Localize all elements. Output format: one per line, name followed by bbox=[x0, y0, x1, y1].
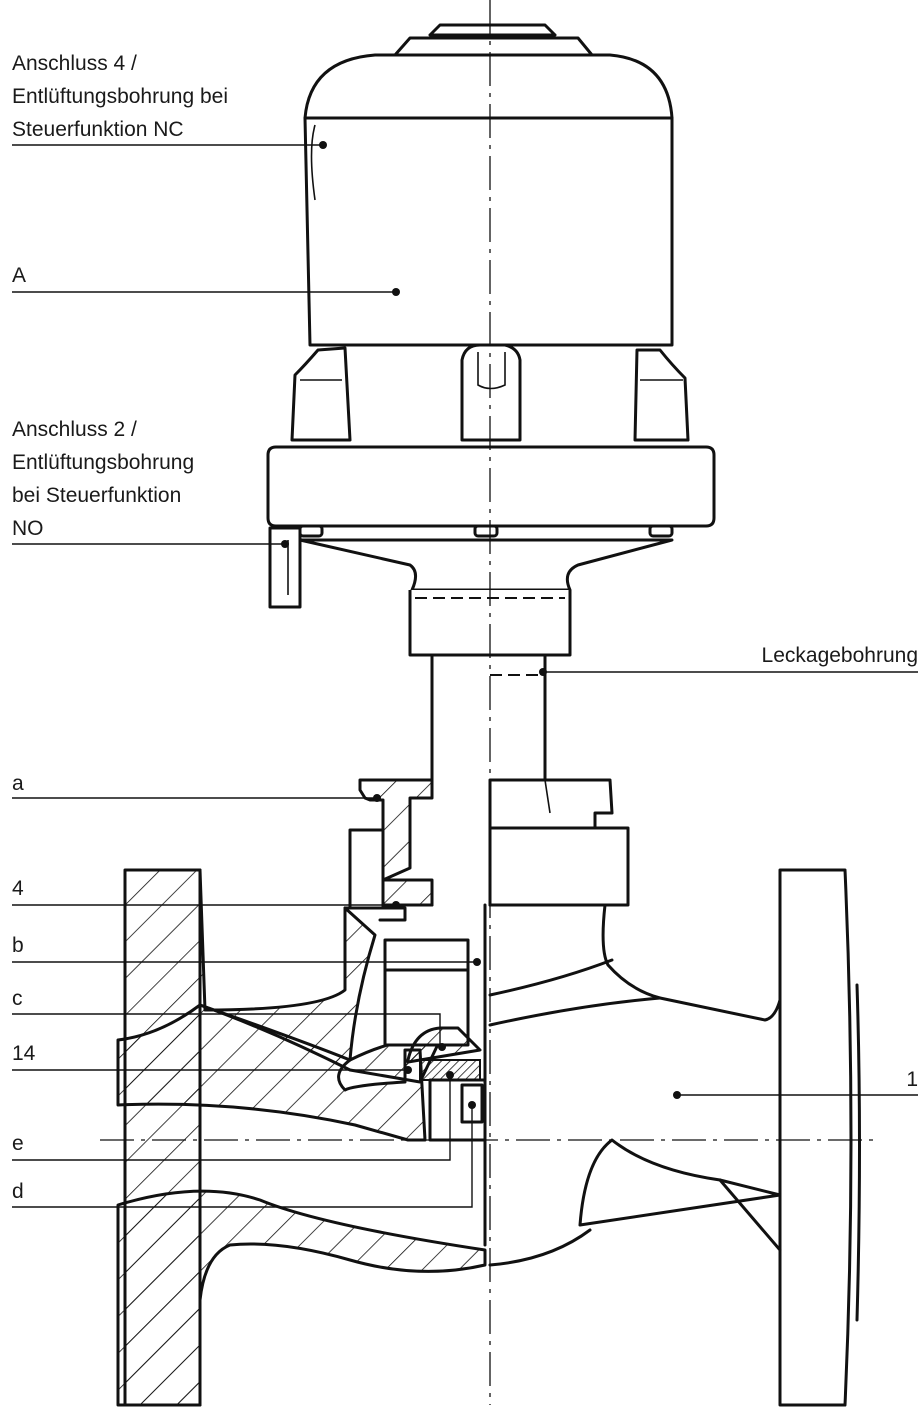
label-1: 1 bbox=[906, 1068, 918, 1091]
label-anschluss2-line1: Anschluss 2 / bbox=[12, 418, 137, 441]
label-anschluss2-line3: bei Steuerfunktion bbox=[12, 484, 181, 507]
leader-lines bbox=[12, 141, 918, 1208]
label-c: c bbox=[12, 987, 23, 1010]
label-d: d bbox=[12, 1180, 24, 1203]
label-anschluss4-line1: Anschluss 4 / bbox=[12, 52, 137, 75]
label-anschluss4-line2: Entlüftungsbohrung bei bbox=[12, 85, 228, 108]
label-b: b bbox=[12, 934, 24, 957]
label-a-lower: a bbox=[12, 772, 24, 795]
label-leckagebohrung: Leckagebohrung bbox=[762, 644, 918, 667]
label-14: 14 bbox=[12, 1042, 36, 1065]
bonnet-right bbox=[488, 778, 782, 1022]
label-e: e bbox=[12, 1132, 24, 1155]
actuator-housing bbox=[266, 23, 716, 657]
label-a-upper: A bbox=[12, 264, 26, 287]
label-anschluss2-line2: Entlüftungsbohrung bbox=[12, 451, 194, 474]
label-4: 4 bbox=[12, 877, 24, 900]
label-anschluss4-line3: Steuerfunktion NC bbox=[12, 118, 184, 141]
label-anschluss2-line4: NO bbox=[12, 517, 44, 540]
bonnet-left-section bbox=[343, 778, 434, 922]
callout-labels: Anschluss 4 / Entlüftungsbohrung bei Ste… bbox=[12, 52, 918, 1203]
valve-body-right bbox=[488, 868, 861, 1407]
